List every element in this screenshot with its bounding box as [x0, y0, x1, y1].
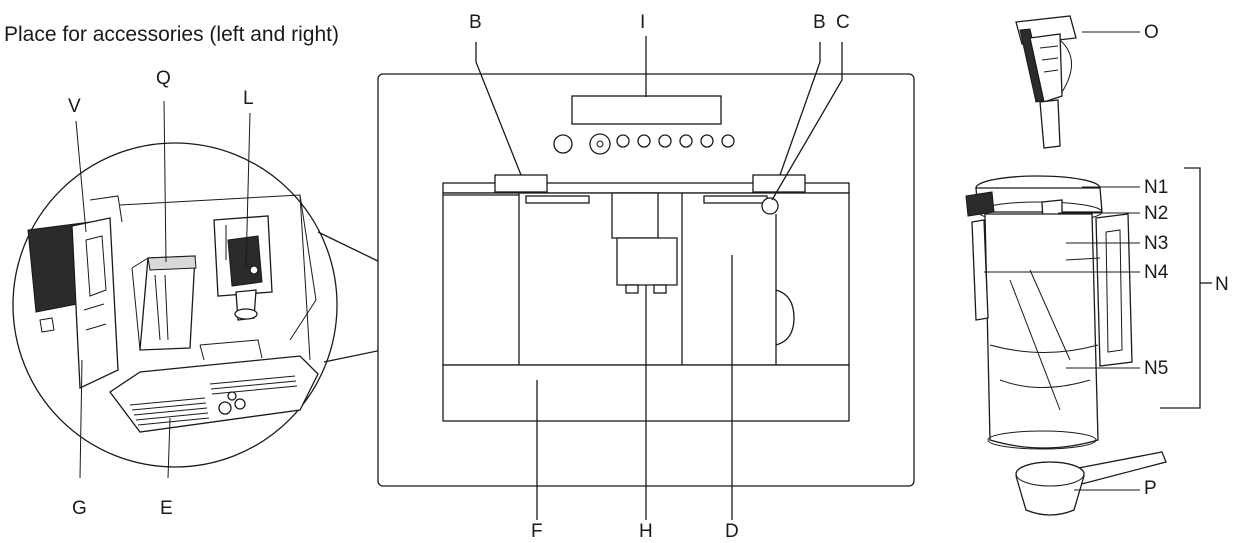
knob-right-icon: [589, 133, 611, 155]
button-1-icon: [616, 134, 630, 148]
label-N3: N3: [1144, 233, 1168, 254]
label-N2: N2: [1144, 203, 1168, 224]
label-H: H: [639, 521, 653, 542]
display-I: [571, 95, 722, 125]
knob-left-icon: [553, 134, 573, 154]
accessories-magnifier: [12, 100, 511, 479]
label-Q: Q: [156, 68, 171, 89]
diagram-title: Place for accessories (left and right): [4, 23, 339, 46]
label-B-left: B: [469, 12, 482, 33]
label-N4: N4: [1144, 262, 1169, 283]
label-F: F: [531, 521, 543, 542]
label-V: V: [68, 96, 81, 117]
label-N5: N5: [1144, 358, 1168, 379]
button-3-icon: [658, 134, 672, 148]
label-O: O: [1144, 22, 1159, 43]
label-E: E: [160, 498, 173, 519]
milk-nozzle-O: [1015, 15, 1140, 149]
milk-jug-N: [965, 167, 1212, 450]
hinge-left-B: [494, 174, 548, 193]
accessory-holder-V: [27, 195, 123, 390]
button-5-icon: [700, 134, 714, 148]
label-C: C: [836, 12, 850, 33]
label-B-right: B: [813, 12, 826, 33]
drip-tray-E: [109, 339, 319, 433]
coffee-machine-front: [377, 36, 915, 520]
coffee-spout-H: [611, 192, 678, 294]
button-6-icon: [721, 134, 735, 148]
hinge-right-B: [752, 174, 806, 193]
container-Q: [131, 255, 197, 351]
button-4-icon: [679, 134, 693, 148]
label-P: P: [1144, 478, 1157, 499]
label-N: N: [1215, 274, 1229, 295]
button-2-icon: [637, 134, 651, 148]
label-I: I: [640, 12, 645, 33]
label-N1: N1: [1144, 177, 1168, 198]
nozzle-L: [213, 215, 273, 321]
label-D: D: [725, 521, 739, 542]
label-L: L: [243, 88, 254, 109]
measuring-spoon-P: [1015, 451, 1167, 516]
label-G: G: [72, 498, 87, 519]
steam-pipe-C: [761, 197, 795, 365]
